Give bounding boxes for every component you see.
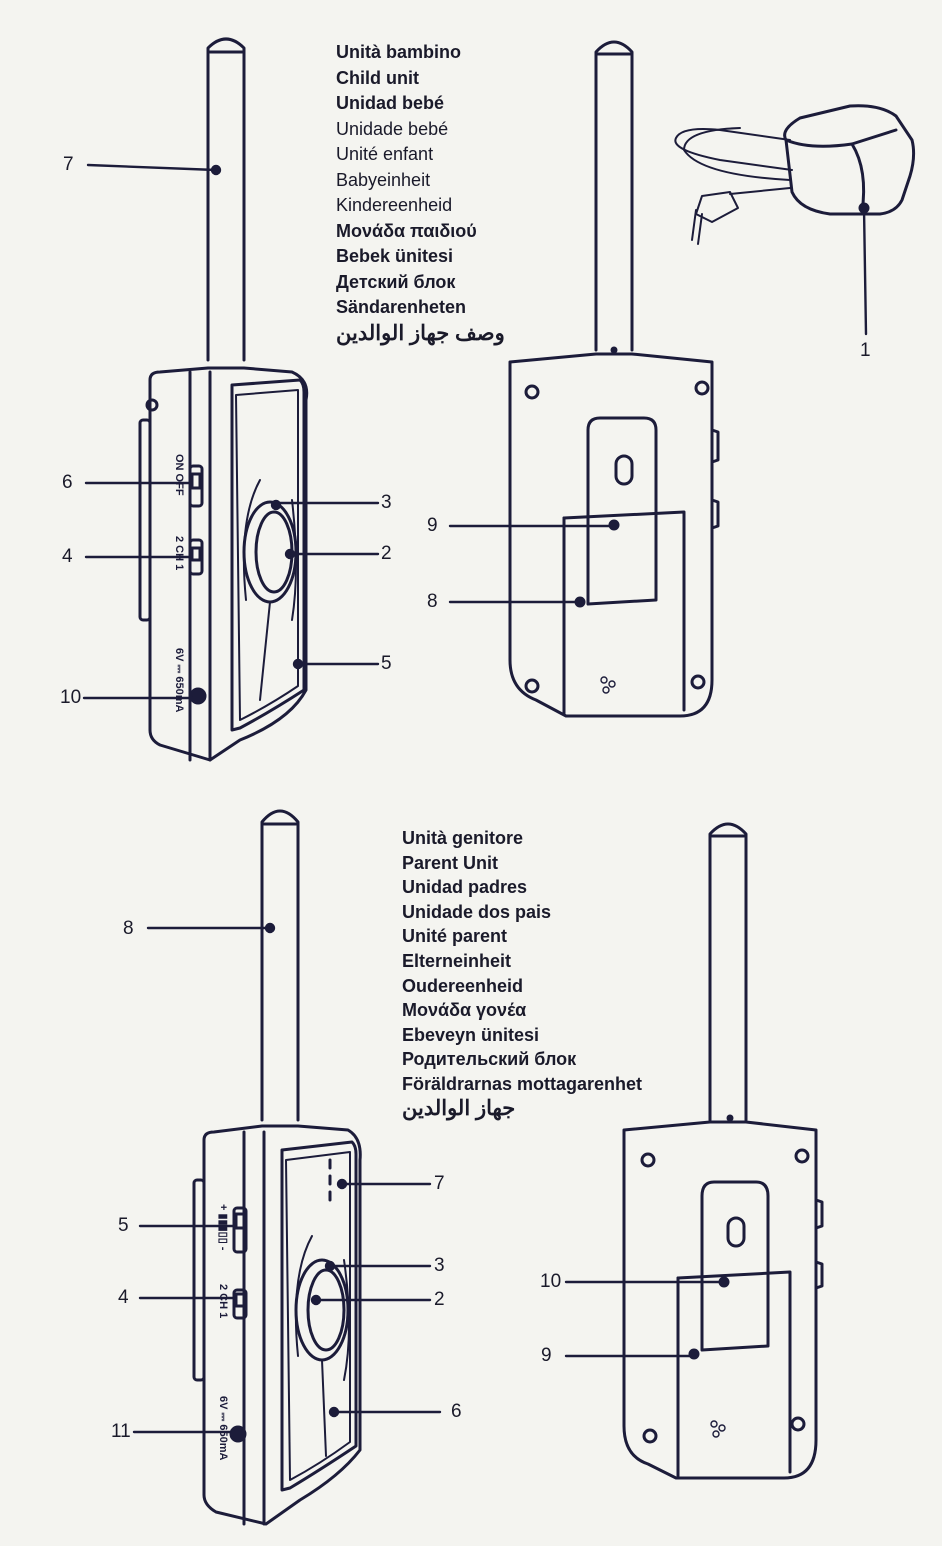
child-unit-name-5: Babyeinheit bbox=[336, 169, 431, 190]
parent-unit-name-11: جهاز الوالدين bbox=[402, 1096, 516, 1120]
parent-channel-switch-label: 2 CH 1 bbox=[217, 1284, 229, 1318]
parent-volume-switch-label: + ▮▮▮▯▯ - bbox=[217, 1204, 229, 1251]
child-power-jack bbox=[189, 687, 207, 705]
callout-child-9: 9 bbox=[427, 515, 438, 536]
parent-unit-front-illustration bbox=[192, 809, 362, 1526]
callout-child-7: 7 bbox=[63, 154, 74, 175]
callout-parent-2: 2 bbox=[434, 1289, 445, 1310]
parent-antenna bbox=[260, 809, 300, 1122]
child-unit-name-9: Детский блок bbox=[336, 271, 456, 292]
child-unit-back-illustration bbox=[508, 40, 720, 718]
callout-parent-4: 4 bbox=[118, 1287, 129, 1308]
parent-unit-name-9: Родительский блок bbox=[402, 1049, 577, 1070]
callout-child-3: 3 bbox=[381, 492, 392, 513]
parent-power-jack bbox=[229, 1425, 247, 1443]
parent-unit-name-5: Elterneinheit bbox=[402, 950, 512, 971]
child-unit-name-10: Sändarenheten bbox=[336, 297, 467, 317]
parent-belt-clip bbox=[700, 1180, 770, 1352]
parent-battery-cover bbox=[676, 1270, 792, 1474]
child-antenna bbox=[206, 37, 246, 362]
child-unit-name-1: Child unit bbox=[336, 67, 419, 88]
child-power-switch-label: ON OFF bbox=[173, 454, 185, 496]
callout-child-8: 8 bbox=[427, 591, 438, 612]
parent-power-rating-label: 6V ⎓ 650mA bbox=[217, 1396, 229, 1460]
parent-unit-name-2: Unidad padres bbox=[402, 877, 528, 898]
child-unit-front-illustration bbox=[138, 37, 309, 762]
callout-child-5: 5 bbox=[381, 653, 392, 674]
parent-volume-switch bbox=[232, 1206, 248, 1254]
child-unit-name-11: وصف جهاز الوالدين bbox=[336, 321, 505, 345]
callout-child-10: 10 bbox=[60, 687, 82, 708]
callout-parent-7: 7 bbox=[434, 1173, 445, 1194]
parent-channel-switch bbox=[232, 1288, 248, 1320]
parent-unit-name-10: Föräldrarnas mottagarenhet bbox=[402, 1073, 643, 1094]
callout-parent-10: 10 bbox=[540, 1271, 562, 1292]
parent-unit-name-3: Unidade dos pais bbox=[402, 901, 552, 922]
child-unit-name-0: Unità bambino bbox=[336, 42, 461, 62]
callout-parent-3: 3 bbox=[434, 1255, 445, 1276]
child-unit-name-7: Μονάδα παιδιού bbox=[336, 220, 477, 241]
child-unit-name-3: Unidade bebé bbox=[336, 118, 449, 139]
child-unit-side bbox=[148, 366, 309, 762]
parent-unit-name-8: Ebeveyn ünitesi bbox=[402, 1024, 540, 1045]
parent-unit-back-illustration bbox=[622, 822, 824, 1480]
parent-unit-name-7: Μονάδα γονέα bbox=[402, 1000, 527, 1021]
callout-parent-5: 5 bbox=[118, 1215, 129, 1236]
child-channel-switch-label: 2 CH 1 bbox=[173, 536, 185, 570]
child-battery-cover bbox=[562, 510, 686, 712]
child-unit-name-8: Bebek ünitesi bbox=[336, 246, 454, 266]
callout-child-6: 6 bbox=[62, 472, 73, 493]
callout-child-2: 2 bbox=[381, 543, 392, 564]
callout-parent-11: 11 bbox=[111, 1421, 131, 1442]
parent-speaker bbox=[294, 1258, 350, 1362]
child-power-rating-label: 6V ⎓ 650mA bbox=[173, 648, 185, 712]
callout-parent-6: 6 bbox=[451, 1401, 462, 1422]
callout-parent-9: 9 bbox=[541, 1345, 552, 1366]
child-unit-name-2: Unidad bebé bbox=[336, 93, 445, 113]
callout-adapter-1: 1 bbox=[860, 340, 871, 361]
parent-unit-name-0: Unità genitore bbox=[402, 828, 524, 848]
callout-parent-8: 8 bbox=[123, 918, 134, 939]
parent-unit-name-1: Parent Unit bbox=[402, 852, 499, 873]
child-belt-clip bbox=[586, 416, 658, 606]
parent-unit-name-4: Unité parent bbox=[402, 926, 508, 947]
child-unit-name-6: Kindereenheid bbox=[336, 195, 453, 215]
parent-unit-name-6: Oudereenheid bbox=[402, 975, 524, 996]
power-adapter-illustration bbox=[674, 104, 916, 245]
child-unit-name-4: Unité enfant bbox=[336, 144, 434, 164]
callout-child-4: 4 bbox=[62, 546, 73, 567]
child-power-switch bbox=[188, 464, 204, 508]
